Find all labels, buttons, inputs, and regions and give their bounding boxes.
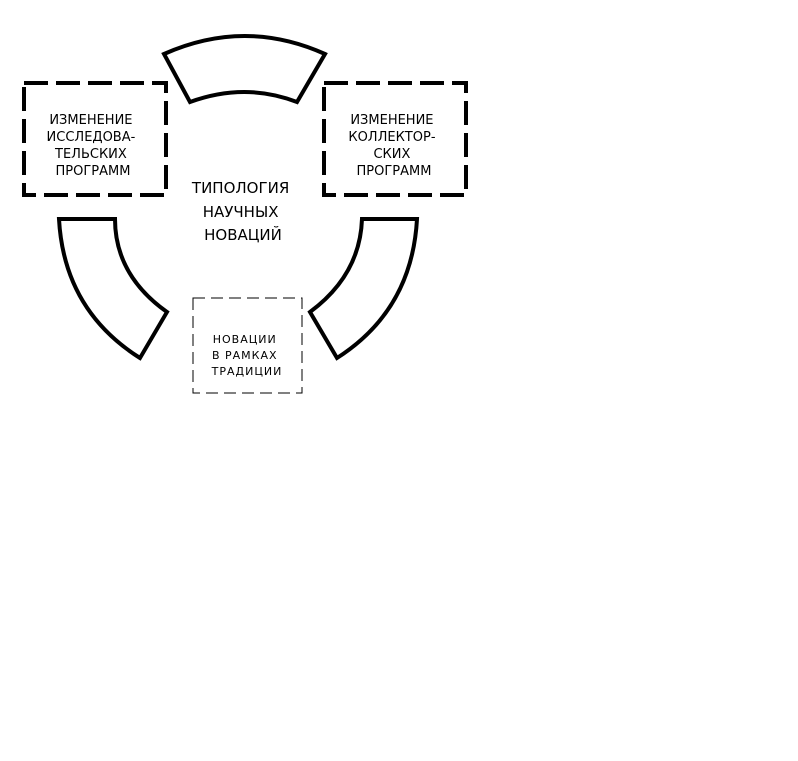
right-box-line-3: СКИХ: [373, 147, 410, 162]
svg-text:ИЗМЕНЕНИЕ КОЛЛЕКТОР- С: ИЗМЕНЕНИЕ КОЛЛЕКТОР- СКИХ ПРОГРАММ: [348, 113, 439, 179]
right-box-line-4: ПРОГРАММ: [357, 164, 432, 179]
svg-text:ТИПОЛОГИЯ НАУЧНЫХ НОВА: ТИПОЛОГИЯ НАУЧНЫХ НОВАЦИЙ: [191, 179, 294, 244]
right-box-line-1: ИЗМЕНЕНИЕ: [350, 113, 433, 128]
center-label-line-1: ТИПОЛОГИЯ: [191, 179, 289, 197]
box-collector-programs: [322, 81, 468, 197]
bottom-box-line-1: НОВАЦИИ: [213, 333, 277, 346]
box-research-programs: [22, 81, 168, 197]
svg-text:ИЗМЕНЕНИЕ ИССЛЕДОВА- Т: ИЗМЕНЕНИЕ ИССЛЕДОВА- ТЕЛЬСКИХ ПРОГРАММ: [47, 113, 140, 179]
left-box-line-3: ТЕЛЬСКИХ: [54, 147, 127, 162]
arc-segment-top: [161, 34, 328, 105]
svg-text:НОВАЦИИ В РАМКАХ ТРАДИ: НОВАЦИИ В РАМКАХ ТРАДИЦИИ: [211, 333, 283, 378]
bottom-box-line-3: ТРАДИЦИИ: [211, 365, 283, 378]
center-label-line-2: НАУЧНЫХ: [203, 203, 279, 221]
arc-segment-left: [56, 217, 170, 361]
left-box-line-4: ПРОГРАММ: [56, 164, 131, 179]
box-tradition-innovations: [192, 297, 303, 394]
bottom-box-line-2: В РАМКАХ: [212, 349, 278, 362]
right-box-line-2: КОЛЛЕКТОР-: [348, 130, 435, 145]
arc-segment-right: [307, 217, 420, 361]
left-box-line-1: ИЗМЕНЕНИЕ: [49, 113, 132, 128]
left-box-line-2: ИССЛЕДОВА-: [47, 130, 136, 145]
center-label-line-3: НОВАЦИЙ: [204, 225, 282, 244]
